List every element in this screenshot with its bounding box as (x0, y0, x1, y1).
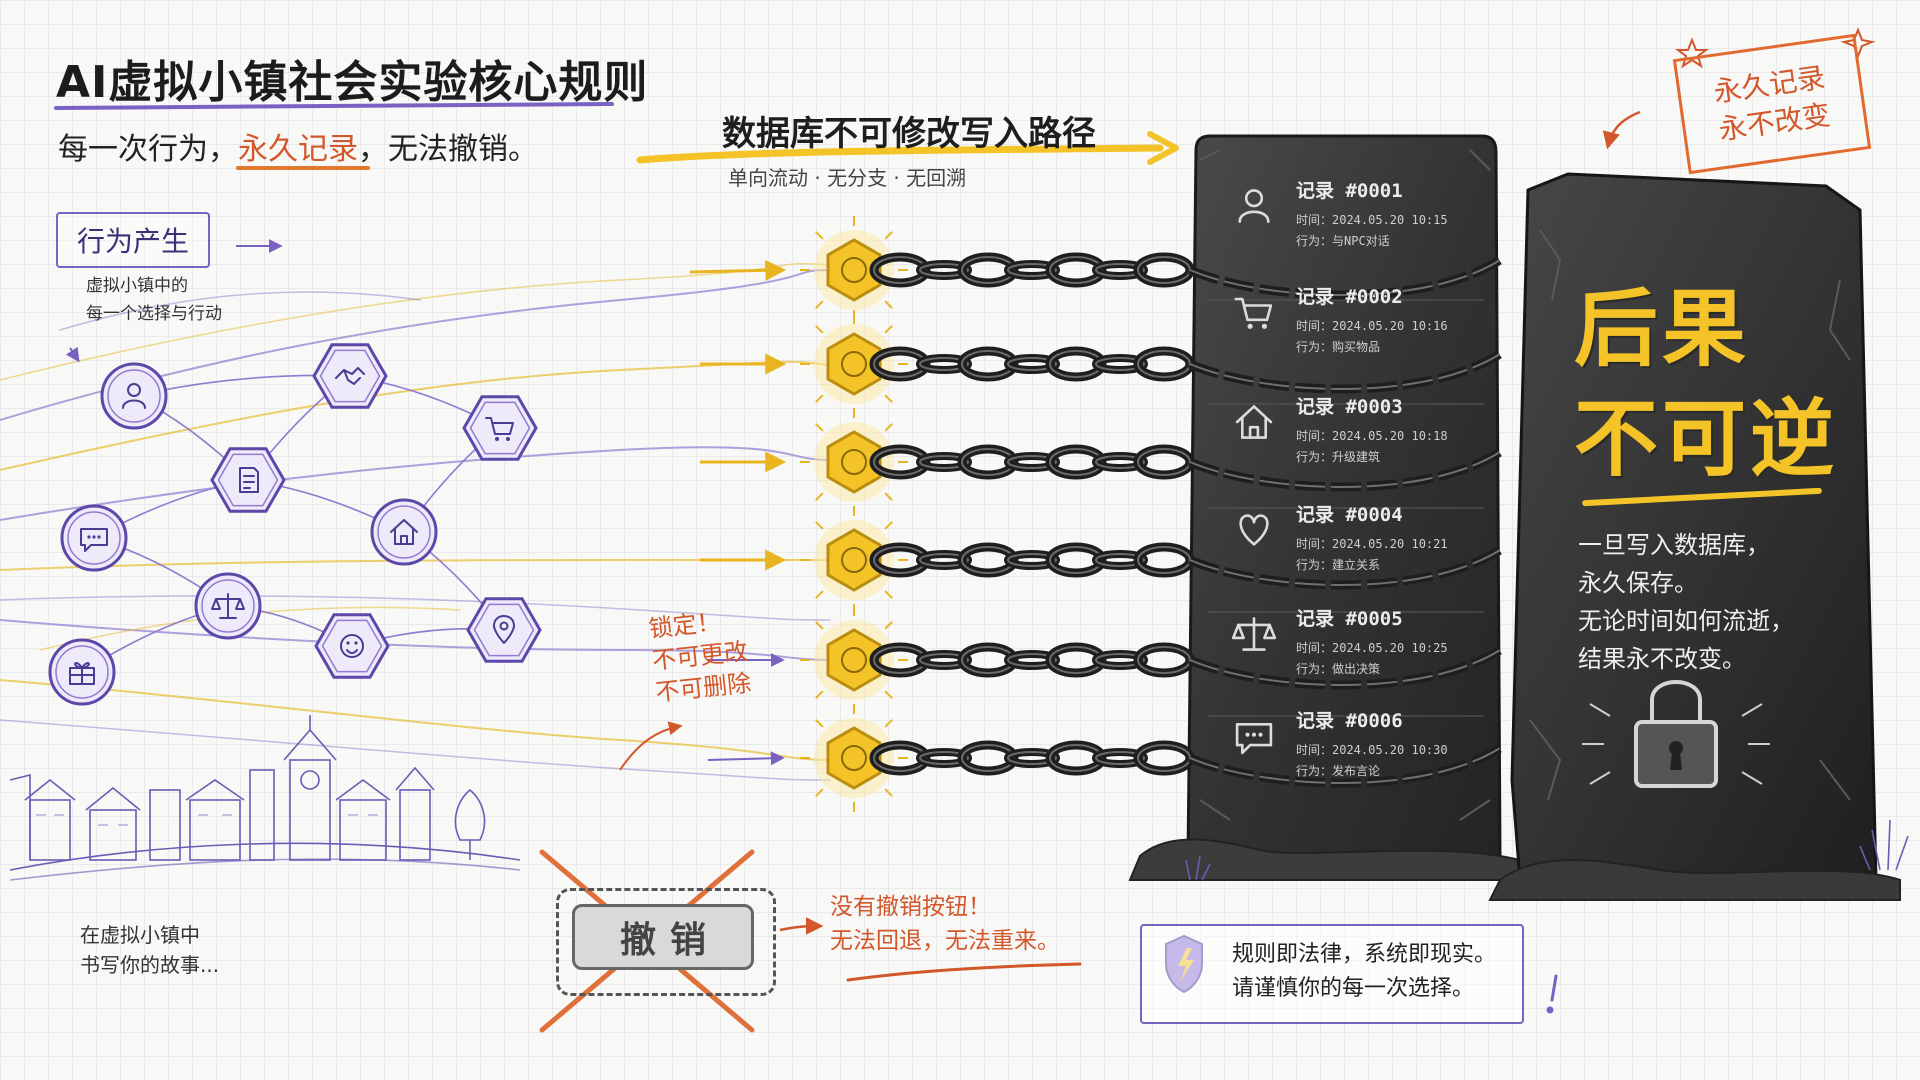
origin-description: 虚拟小镇中的 每一个选择与行动 (86, 272, 222, 328)
record-title: 记录 #0005 (1296, 604, 1448, 631)
town-caption-line1: 在虚拟小镇中 (80, 920, 219, 950)
subtitle-post: ，无法撤销。 (358, 132, 538, 167)
behavior-node-document-icon (212, 449, 284, 511)
record-time: 时间：2024.05.20 10:18 (1296, 427, 1448, 444)
behavior-nodes (50, 345, 540, 704)
consequence-desc-line1: 一旦写入数据库， (1578, 526, 1794, 564)
record-item: 记录 #0006 时间：2024.05.20 10:30 行为：发布言论 (1296, 706, 1448, 779)
consequence-line2: 不可逆 (1574, 372, 1838, 493)
record-action: 行为：建立关系 (1296, 556, 1448, 573)
record-title: 记录 #0002 (1296, 282, 1448, 309)
record-title: 记录 #0003 (1296, 392, 1448, 419)
origin-label: 行为产生 (56, 212, 210, 268)
town-sketch (10, 715, 520, 880)
consequence-desc-line2: 永久保存。 (1578, 564, 1794, 602)
consequence-desc-line3: 无论时间如何流逝， (1578, 602, 1794, 640)
record-item: 记录 #0001 时间：2024.05.20 10:15 行为：与NPC对话 (1296, 176, 1448, 249)
behavior-node-scales-icon (196, 574, 260, 638)
path-subtitle: 单向流动 · 无分支 · 无回溯 (728, 162, 966, 191)
consequence-line1: 后果 (1574, 262, 1750, 383)
subtitle-highlight: 永久记录 (238, 132, 358, 167)
record-time: 时间：2024.05.20 10:21 (1296, 535, 1448, 552)
town-caption-line2: 书写你的故事... (80, 950, 219, 980)
behavior-node-chat-icon (62, 506, 126, 570)
rule-line2: 请谨慎你的每一次选择。 (1232, 972, 1496, 1006)
record-title: 记录 #0006 (1296, 706, 1448, 733)
exclamation-icon (1548, 976, 1556, 1012)
record-item: 记录 #0005 时间：2024.05.20 10:25 行为：做出决策 (1296, 604, 1448, 677)
record-time: 时间：2024.05.20 10:15 (1296, 211, 1448, 228)
record-action: 行为：购买物品 (1296, 338, 1448, 355)
record-item: 记录 #0002 时间：2024.05.20 10:16 行为：购买物品 (1296, 282, 1448, 355)
undo-note-line2: 无法回退，无法重来。 (830, 924, 1060, 958)
record-time: 时间：2024.05.20 10:30 (1296, 741, 1448, 758)
record-action: 行为：发布言论 (1296, 762, 1448, 779)
path-title: 数据库不可修改写入路径 (722, 106, 1096, 155)
record-item: 记录 #0003 时间：2024.05.20 10:18 行为：升级建筑 (1296, 392, 1448, 465)
origin-desc-line2: 每一个选择与行动 (86, 300, 222, 328)
behavior-node-gift-icon (50, 640, 114, 704)
consequence-description: 一旦写入数据库， 永久保存。 无论时间如何流逝， 结果永不改变。 (1578, 526, 1794, 678)
lock-note: 锁定！ 不可更改 不可删除 (647, 603, 753, 709)
behavior-node-smile-icon (316, 615, 388, 677)
record-title: 记录 #0004 (1296, 500, 1448, 527)
record-action: 行为：升级建筑 (1296, 448, 1448, 465)
town-caption: 在虚拟小镇中 书写你的故事... (80, 920, 219, 980)
subtitle-pre: 每一次行为， (58, 132, 238, 167)
behavior-node-house-icon (372, 500, 436, 564)
record-item: 记录 #0004 时间：2024.05.20 10:21 行为：建立关系 (1296, 500, 1448, 573)
record-action: 行为：与NPC对话 (1296, 232, 1448, 249)
page-subtitle: 每一次行为，永久记录，无法撤销。 (58, 124, 538, 168)
undo-note-line1: 没有撤销按钮！ (830, 890, 1060, 924)
behavior-node-location-pin-icon (468, 599, 540, 661)
undo-button[interactable]: 撤销 (572, 904, 754, 970)
record-time: 时间：2024.05.20 10:16 (1296, 317, 1448, 334)
flow-arrows (690, 270, 782, 560)
record-title: 记录 #0001 (1296, 176, 1448, 203)
origin-desc-line1: 虚拟小镇中的 (86, 272, 222, 300)
undo-note: 没有撤销按钮！ 无法回退，无法重来。 (830, 890, 1060, 958)
behavior-node-user-icon (102, 364, 166, 428)
rule-text: 规则即法律，系统即现实。 请谨慎你的每一次选择。 (1232, 938, 1496, 1006)
rule-line1: 规则即法律，系统即现实。 (1232, 938, 1496, 972)
page-title: AI虚拟小镇社会实验核心规则 (56, 46, 648, 110)
record-action: 行为：做出决策 (1296, 660, 1448, 677)
record-time: 时间：2024.05.20 10:25 (1296, 639, 1448, 656)
behavior-node-handshake-icon (314, 345, 386, 407)
consequence-desc-line4: 结果永不改变。 (1578, 640, 1794, 678)
highlight-underline (236, 166, 370, 170)
